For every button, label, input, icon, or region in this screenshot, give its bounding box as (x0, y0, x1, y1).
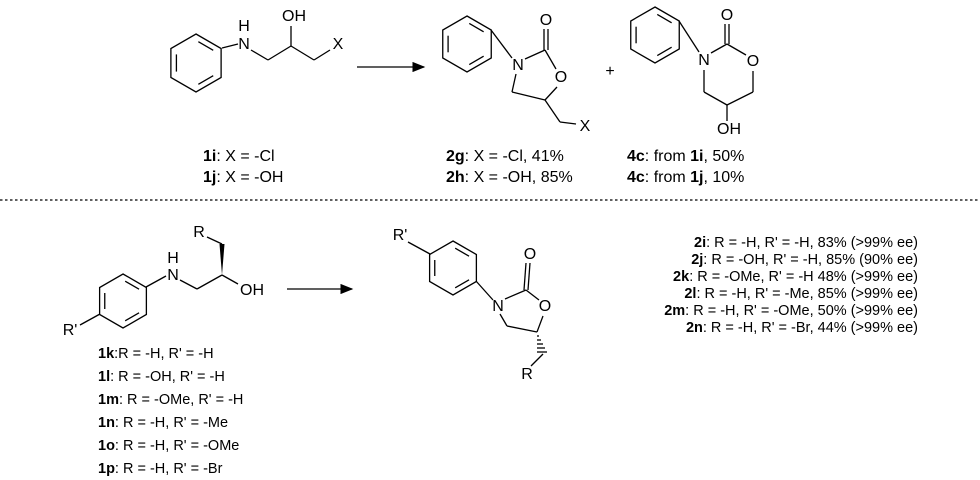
atom-o: O (721, 7, 733, 24)
product-2i-2n-structure: R' N O O R (393, 227, 552, 383)
atom-oh: OH (717, 121, 741, 138)
compound-label: 1o: R = -H, R' = -OMe (98, 438, 239, 454)
atom-r: R (521, 366, 533, 383)
benzene-ring (98, 273, 148, 329)
benzene-rings (98, 6, 680, 329)
atom-oh: OH (282, 8, 306, 25)
atom-o: O (539, 298, 551, 315)
benzene-ring (442, 15, 492, 73)
aromatic-double-bond (454, 279, 470, 289)
plus-sign: + (605, 63, 614, 80)
atom-h: H (167, 250, 179, 267)
compound-label: 2l: R = -H, R' = -Me, 85% (>99% ee) (684, 286, 918, 302)
atom-r-prime: R' (393, 227, 408, 244)
product-4c-structure: N O O OH (678, 7, 759, 138)
compound-label: 2h: X = -OH, 85% (446, 169, 573, 186)
reactant-labels-bottom: 1k:R = -H, R' = -H 1l: R = -OH, R' = -H … (98, 346, 243, 477)
atom-o: O (524, 246, 536, 263)
compound-label: 1p: R = -H, R' = -Br (98, 461, 223, 477)
aromatic-double-bond (124, 312, 140, 322)
atom-n: N (698, 52, 710, 69)
compound-label: 2k: R = -OMe, R' = -H 48% (>99% ee) (673, 269, 918, 285)
aromatic-double-bond (454, 247, 470, 257)
atom-n: N (492, 298, 504, 315)
atom-r-prime: R' (63, 322, 78, 339)
compound-label: 1n: R = -H, R' = -Me (98, 415, 228, 431)
compound-label: 2m: R = -H, R' = -OMe, 50% (>99% ee) (664, 303, 918, 319)
compound-label: 4c: from 1i, 50% (627, 148, 744, 165)
compound-label: 1i: X = -Cl (203, 148, 275, 165)
aromatic-double-bond (198, 41, 214, 51)
atom-oh: OH (240, 282, 264, 299)
wedge-bond (219, 244, 225, 275)
hashed-bond (537, 335, 547, 353)
compound-label: 1m: R = -OMe, R' = -H (98, 392, 243, 408)
product-labels-2g-2h: 2g: X = -Cl, 41% 2h: X = -OH, 85% (446, 148, 573, 186)
aromatic-double-bond (656, 13, 672, 24)
atom-n: N (238, 36, 250, 53)
atom-x: X (580, 118, 591, 135)
reactant-labels-top: 1i: X = -Cl 1j: X = -OH (203, 148, 283, 186)
atom-x: X (333, 36, 344, 53)
aromatic-double-bond (468, 22, 484, 33)
atom-n: N (167, 267, 179, 284)
aromatic-double-bond (468, 55, 484, 66)
product-2g-2h-structure: N O O X (490, 12, 591, 135)
atom-o: O (555, 69, 567, 86)
atom-r: R (193, 224, 205, 241)
compound-label: 2g: X = -Cl, 41% (446, 148, 564, 165)
reactant-1k-1p-structure: R' N H OH R (63, 224, 264, 339)
benzene-ring (170, 33, 222, 93)
aromatic-double-bond (124, 280, 140, 290)
compound-label: 2i: R = -H, R' = -H, 83% (>99% ee) (694, 235, 918, 251)
aromatic-double-bond (656, 46, 672, 57)
atom-o: O (747, 53, 759, 70)
benzene-ring (428, 240, 478, 296)
atom-o: O (540, 12, 552, 29)
compound-label: 1k:R = -H, R' = -H (98, 346, 214, 362)
atom-n: N (512, 57, 524, 74)
compound-label: 1l: R = -OH, R' = -H (98, 369, 225, 385)
compound-label: 4c: from 1j, 10% (627, 169, 744, 186)
reactant-1i-1j-structure: N H OH X (221, 8, 344, 61)
compound-label: 2j: R = -OH, R' = -H, 85% (90% ee) (691, 252, 918, 268)
product-labels-bottom: 2i: R = -H, R' = -H, 83% (>99% ee) 2j: R… (664, 235, 918, 336)
aromatic-double-bond (198, 75, 214, 85)
product-labels-4c: 4c: from 1i, 50% 4c: from 1j, 10% (627, 148, 744, 186)
compound-label: 2n: R = -H, R' = -Br, 44% (>99% ee) (686, 320, 918, 336)
benzene-ring (630, 6, 680, 64)
compound-label: 1j: X = -OH (203, 169, 283, 186)
atom-h: H (238, 18, 250, 35)
